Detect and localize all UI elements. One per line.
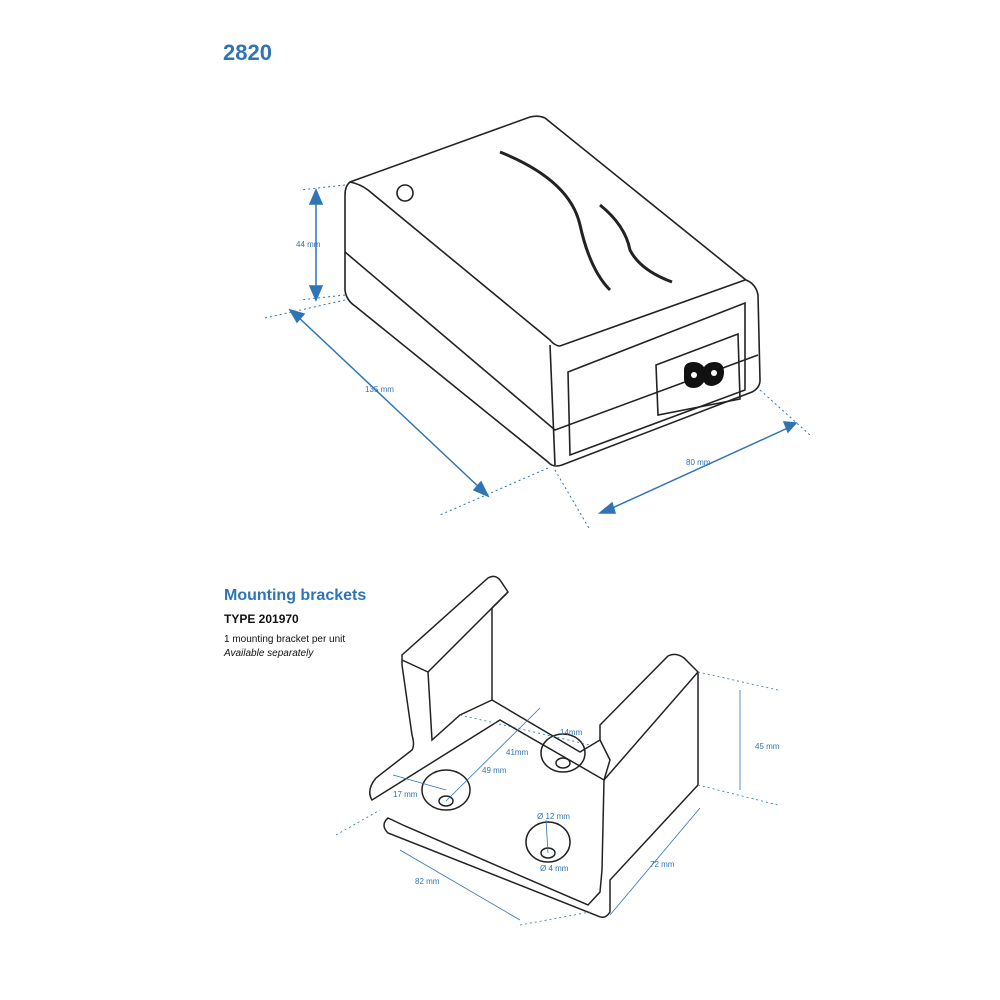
bracket-type: TYPE 201970 (224, 612, 299, 626)
bracket-depth-label: 72 mm (650, 860, 675, 869)
bracket-width-label: 82 mm (415, 877, 440, 886)
extension-lines (264, 184, 811, 531)
length-label: 135 mm (365, 385, 394, 394)
bracket-height-label: 45 mm (755, 742, 780, 751)
mounting-bracket (369, 575, 699, 919)
outer-diameter-label: Ø 12 mm (537, 812, 570, 821)
bracket-dimension-lines (335, 671, 779, 926)
dimension-arrows (288, 188, 798, 514)
hole-offset-14-label: 14mm (560, 728, 583, 737)
hole-offset-17-label: 17 mm (393, 790, 418, 799)
iec-c8-socket-icon (684, 362, 724, 388)
bracket-note: 1 mounting bracket per unit (224, 634, 346, 645)
bracket-heading: Mounting brackets (224, 587, 367, 604)
bracket-availability: Available separately (224, 648, 314, 659)
hole-spacing-49-label: 49 mm (482, 766, 507, 775)
hole-spacing-41-label: 41mm (506, 748, 529, 757)
width-label: 80 mm (686, 458, 711, 467)
power-supply-unit (344, 115, 761, 467)
model-number: 2820 (223, 40, 272, 65)
inner-diameter-label: Ø 4 mm (540, 864, 569, 873)
height-label: 44 mm (296, 240, 321, 249)
